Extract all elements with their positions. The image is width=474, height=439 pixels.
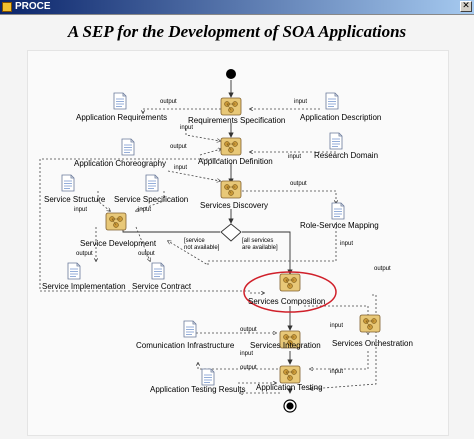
artifact-label-comunication-infrastructure: Comunication Infrastructure <box>136 341 235 350</box>
decision-node <box>220 223 242 242</box>
activity-icon-services-composition <box>279 273 301 292</box>
close-button[interactable]: ✕ <box>460 1 472 12</box>
flow-label-output-4: output <box>76 251 93 257</box>
artifact-icon-application-description <box>325 92 339 110</box>
artifact-label-service-contract: Service Contract <box>132 282 192 291</box>
artifact-icon-service-structure <box>61 174 75 192</box>
flow-label-input-8: input <box>330 323 344 329</box>
artifact-icon-service-contract <box>151 262 165 280</box>
artifact-icon-service-specification <box>145 174 159 192</box>
artifact-label-service-implementation: Service Implementation <box>42 282 126 291</box>
artifact-icon-application-testing-results <box>201 368 215 386</box>
initial-node <box>226 69 236 79</box>
artifact-label-application-description: Application Description <box>300 113 382 122</box>
activity-label-services-integration: Services Integration <box>250 341 321 350</box>
artifact-icon-application-choreography <box>121 138 135 156</box>
artifact-label-service-specification: Service Specification <box>114 195 189 204</box>
document-frame: A SEP for the Development of SOA Applica… <box>0 14 474 439</box>
activity-label-services-orchestration: Services Orchestration <box>332 339 413 348</box>
artifact-icon-research-domain <box>329 132 343 150</box>
app-icon <box>2 2 12 12</box>
flow-label-output-1: output <box>160 99 177 105</box>
activity-icon-services-orchestration <box>359 314 381 333</box>
guard-all-services-available: [all services are available] <box>242 238 278 251</box>
flow-label-input-10: input <box>330 369 344 375</box>
artifact-icon-role-service-mapping <box>331 202 345 220</box>
flow-label-input-9: input <box>240 351 254 357</box>
flow-label-output-3: output <box>290 181 307 187</box>
activity-icon-service-development <box>105 212 127 231</box>
activity-icon-application-definition <box>220 137 242 156</box>
flow-label-input-3: input <box>288 154 302 160</box>
artifact-icon-service-implementation <box>67 262 81 280</box>
highlight-ellipse <box>243 271 337 313</box>
artifact-label-application-testing-results: Application Testing Results <box>150 385 246 394</box>
flow-label-output-7: output <box>240 327 257 333</box>
activity-label-services-composition: Services Composition <box>248 297 326 306</box>
flow-label-output-8: output <box>240 365 257 371</box>
activity-label-requirements-specification: Requirements Specification <box>188 116 286 125</box>
activity-label-application-definition: Application Definition <box>198 157 273 166</box>
activity-label-application-testing: Application Testing <box>256 383 323 392</box>
artifact-label-application-choreography: Application Choreography <box>74 159 167 168</box>
activity-label-service-development: Service Development <box>80 239 157 248</box>
artifact-icon-application-requirements <box>113 92 127 110</box>
flow-label-input-7: input <box>340 241 354 247</box>
flow-label-input-4: input <box>174 165 188 171</box>
object-flow-edges <box>39 109 377 393</box>
activity-icon-application-testing <box>279 365 301 384</box>
flow-label-output-6: output <box>374 266 391 272</box>
flow-label-output-5: output <box>138 251 155 257</box>
process-diagram: Requirements Specification Application D… <box>28 51 448 435</box>
artifact-label-service-structure: Service Structure <box>44 195 106 204</box>
window-titlebar: PROCE ✕ <box>0 0 474 14</box>
artifact-label-role-service-mapping: Role-Service Mapping <box>300 221 379 230</box>
activity-icon-requirements-specification <box>220 97 242 116</box>
activity-label-services-discovery: Services Discovery <box>200 201 269 210</box>
flow-label-input-5: input <box>74 207 88 213</box>
guard-service-not-available: [service not available] <box>184 238 220 251</box>
flow-label-input-1: input <box>294 99 308 105</box>
flow-label-input-2: input <box>180 125 194 131</box>
diagram-graphics <box>39 69 381 413</box>
flow-label-output-2: output <box>170 144 187 150</box>
diagram-title: A SEP for the Development of SOA Applica… <box>67 22 407 41</box>
activity-icon-services-discovery <box>220 180 242 199</box>
artifact-icon-comunication-infrastructure <box>183 320 197 338</box>
artifact-label-application-requirements: Application Requirements <box>76 113 168 122</box>
flow-label-input-6: input <box>138 207 152 213</box>
window-title: PROCE <box>15 1 51 12</box>
artifact-label-research-domain: Research Domain <box>314 151 379 160</box>
